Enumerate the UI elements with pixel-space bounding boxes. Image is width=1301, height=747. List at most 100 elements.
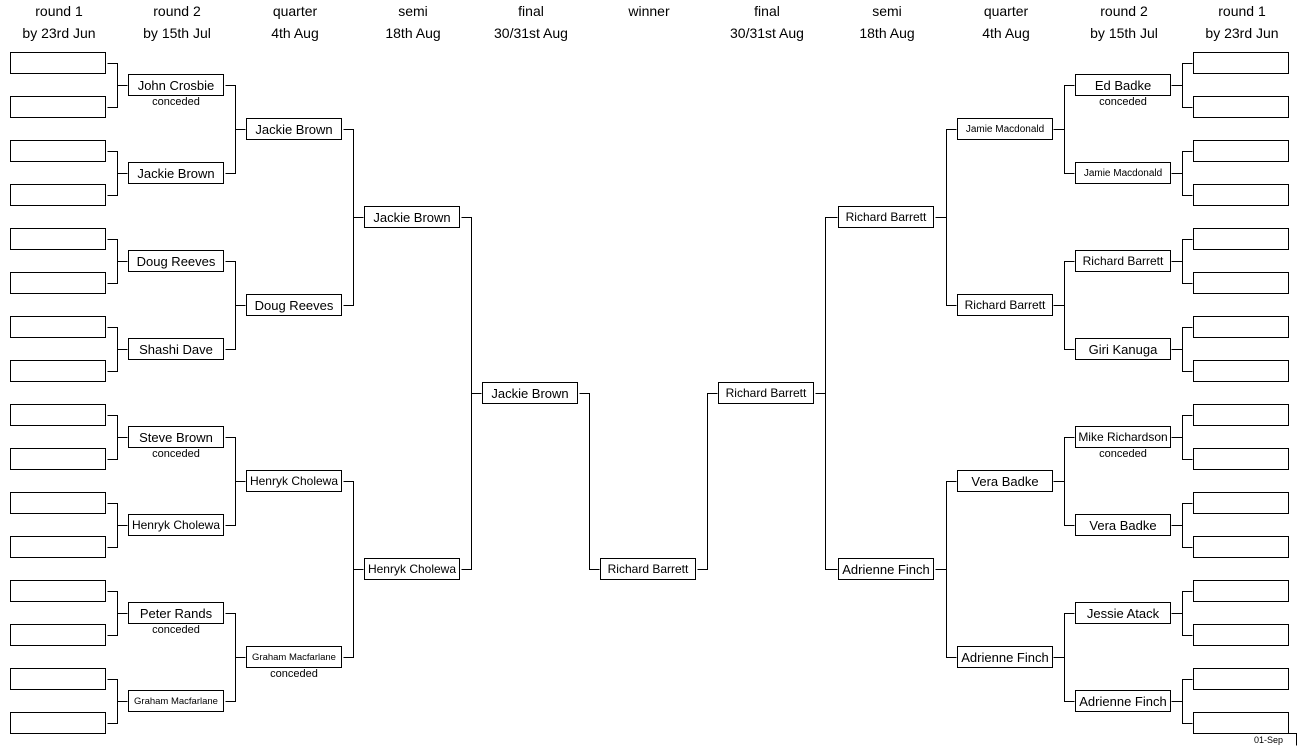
left-semi-player[interactable]: Jackie Brown [364, 206, 460, 228]
left-quarter-player[interactable]: Graham Macfarlane [246, 646, 342, 668]
connector [697, 393, 718, 570]
left-round1-slot-13[interactable] [10, 580, 106, 602]
left-round1-slot-15[interactable] [10, 668, 106, 690]
left-round2-player[interactable]: Doug Reeves [128, 250, 224, 272]
header-name: round 2 [1100, 3, 1148, 19]
connector [1171, 327, 1193, 372]
right-final-player[interactable]: Richard Barrett [718, 382, 814, 404]
header-date: 4th Aug [271, 25, 319, 41]
right-round1-slot-15[interactable] [1193, 668, 1289, 690]
left-round1-slot-4[interactable] [10, 184, 106, 206]
header-left-final: final 30/31st Aug [481, 0, 581, 44]
right-round1-slot-9[interactable] [1193, 404, 1289, 426]
right-round1-slot-7[interactable] [1193, 316, 1289, 338]
left-quarter-player[interactable]: Doug Reeves [246, 294, 342, 316]
right-round1-slot-5[interactable] [1193, 228, 1289, 250]
right-round2-player[interactable]: Richard Barrett [1075, 250, 1171, 272]
left-round1-slot-3[interactable] [10, 140, 106, 162]
header-right-final: final 30/31st Aug [717, 0, 817, 44]
connector [225, 613, 246, 702]
right-round1-slot-2[interactable] [1193, 96, 1289, 118]
right-quarter-player[interactable]: Richard Barrett [957, 294, 1053, 316]
connector [1053, 437, 1075, 526]
connector [343, 481, 364, 658]
header-name: semi [872, 3, 902, 19]
right-round1-slot-10[interactable] [1193, 448, 1289, 470]
left-round2-player[interactable]: Peter Rands [128, 602, 224, 624]
header-name: round 1 [35, 3, 83, 19]
left-round1-slot-10[interactable] [10, 448, 106, 470]
connector [1053, 613, 1075, 702]
right-semi-player[interactable]: Richard Barrett [838, 206, 934, 228]
connector [1171, 679, 1193, 724]
left-round1-slot-1[interactable] [10, 52, 106, 74]
connector [1171, 239, 1193, 284]
right-round1-slot-8[interactable] [1193, 360, 1289, 382]
right-round1-slot-16[interactable] [1193, 712, 1289, 734]
connector [225, 261, 246, 350]
right-round2-player[interactable]: Jessie Atack [1075, 602, 1171, 624]
connector [1053, 85, 1075, 174]
right-round2-player[interactable]: Vera Badke [1075, 514, 1171, 536]
header-date: 30/31st Aug [730, 25, 804, 41]
left-round1-slot-2[interactable] [10, 96, 106, 118]
header-date: by 15th Jul [143, 25, 211, 41]
connector [107, 503, 128, 548]
header-left-round2: round 2 by 15th Jul [127, 0, 227, 44]
left-round1-slot-7[interactable] [10, 316, 106, 338]
left-quarter-player[interactable]: Jackie Brown [246, 118, 342, 140]
left-quarter-player[interactable]: Henryk Cholewa [246, 470, 342, 492]
connector [1171, 591, 1193, 636]
header-winner: winner [599, 0, 699, 22]
header-date: by 23rd Jun [22, 25, 96, 41]
left-round1-slot-14[interactable] [10, 624, 106, 646]
left-round2-player[interactable]: Steve Brown [128, 426, 224, 448]
left-round1-slot-5[interactable] [10, 228, 106, 250]
right-quarter-player[interactable]: Vera Badke [957, 470, 1053, 492]
left-round1-slot-11[interactable] [10, 492, 106, 514]
header-date: 30/31st Aug [494, 25, 568, 41]
left-round2-player[interactable]: Shashi Dave [128, 338, 224, 360]
left-round1-slot-16[interactable] [10, 712, 106, 734]
right-semi-player[interactable]: Adrienne Finch [838, 558, 934, 580]
right-round1-slot-1[interactable] [1193, 52, 1289, 74]
winner-player[interactable]: Richard Barrett [600, 558, 696, 580]
right-round1-slot-3[interactable] [1193, 140, 1289, 162]
left-round2-player[interactable]: John Crosbie [128, 74, 224, 96]
right-round1-slot-6[interactable] [1193, 272, 1289, 294]
conceded-note: conceded [152, 448, 200, 460]
conceded-note: conceded [152, 624, 200, 636]
conceded-note: conceded [152, 96, 200, 108]
connector [1171, 63, 1193, 108]
right-round2-player[interactable]: Giri Kanuga [1075, 338, 1171, 360]
right-round2-player[interactable]: Adrienne Finch [1075, 690, 1171, 712]
header-right-semi: semi 18th Aug [837, 0, 937, 44]
right-round1-slot-14[interactable] [1193, 624, 1289, 646]
left-round1-slot-12[interactable] [10, 536, 106, 558]
header-date: 18th Aug [385, 25, 441, 41]
left-round2-player[interactable]: Graham Macfarlane [128, 690, 224, 712]
left-round1-slot-6[interactable] [10, 272, 106, 294]
header-name: winner [628, 3, 670, 19]
left-round1-slot-9[interactable] [10, 404, 106, 426]
right-round1-slot-11[interactable] [1193, 492, 1289, 514]
left-semi-player[interactable]: Henryk Cholewa [364, 558, 460, 580]
right-round1-slot-12[interactable] [1193, 536, 1289, 558]
right-quarter-player[interactable]: Adrienne Finch [957, 646, 1053, 668]
right-round1-slot-13[interactable] [1193, 580, 1289, 602]
left-round2-player[interactable]: Jackie Brown [128, 162, 224, 184]
right-round2-player[interactable]: Mike Richardson [1075, 426, 1171, 448]
right-quarter-player[interactable]: Jamie Macdonald [957, 118, 1053, 140]
left-final-player[interactable]: Jackie Brown [482, 382, 578, 404]
right-round2-player[interactable]: Ed Badke [1075, 74, 1171, 96]
left-round2-player[interactable]: Henryk Cholewa [128, 514, 224, 536]
header-name: quarter [983, 3, 1029, 19]
connector [935, 481, 957, 658]
right-round1-slot-4[interactable] [1193, 184, 1289, 206]
left-round1-slot-8[interactable] [10, 360, 106, 382]
connector [225, 85, 246, 174]
header-name: semi [398, 3, 428, 19]
right-round2-player[interactable]: Jamie Macdonald [1075, 162, 1171, 184]
header-date: by 15th Jul [1090, 25, 1158, 41]
